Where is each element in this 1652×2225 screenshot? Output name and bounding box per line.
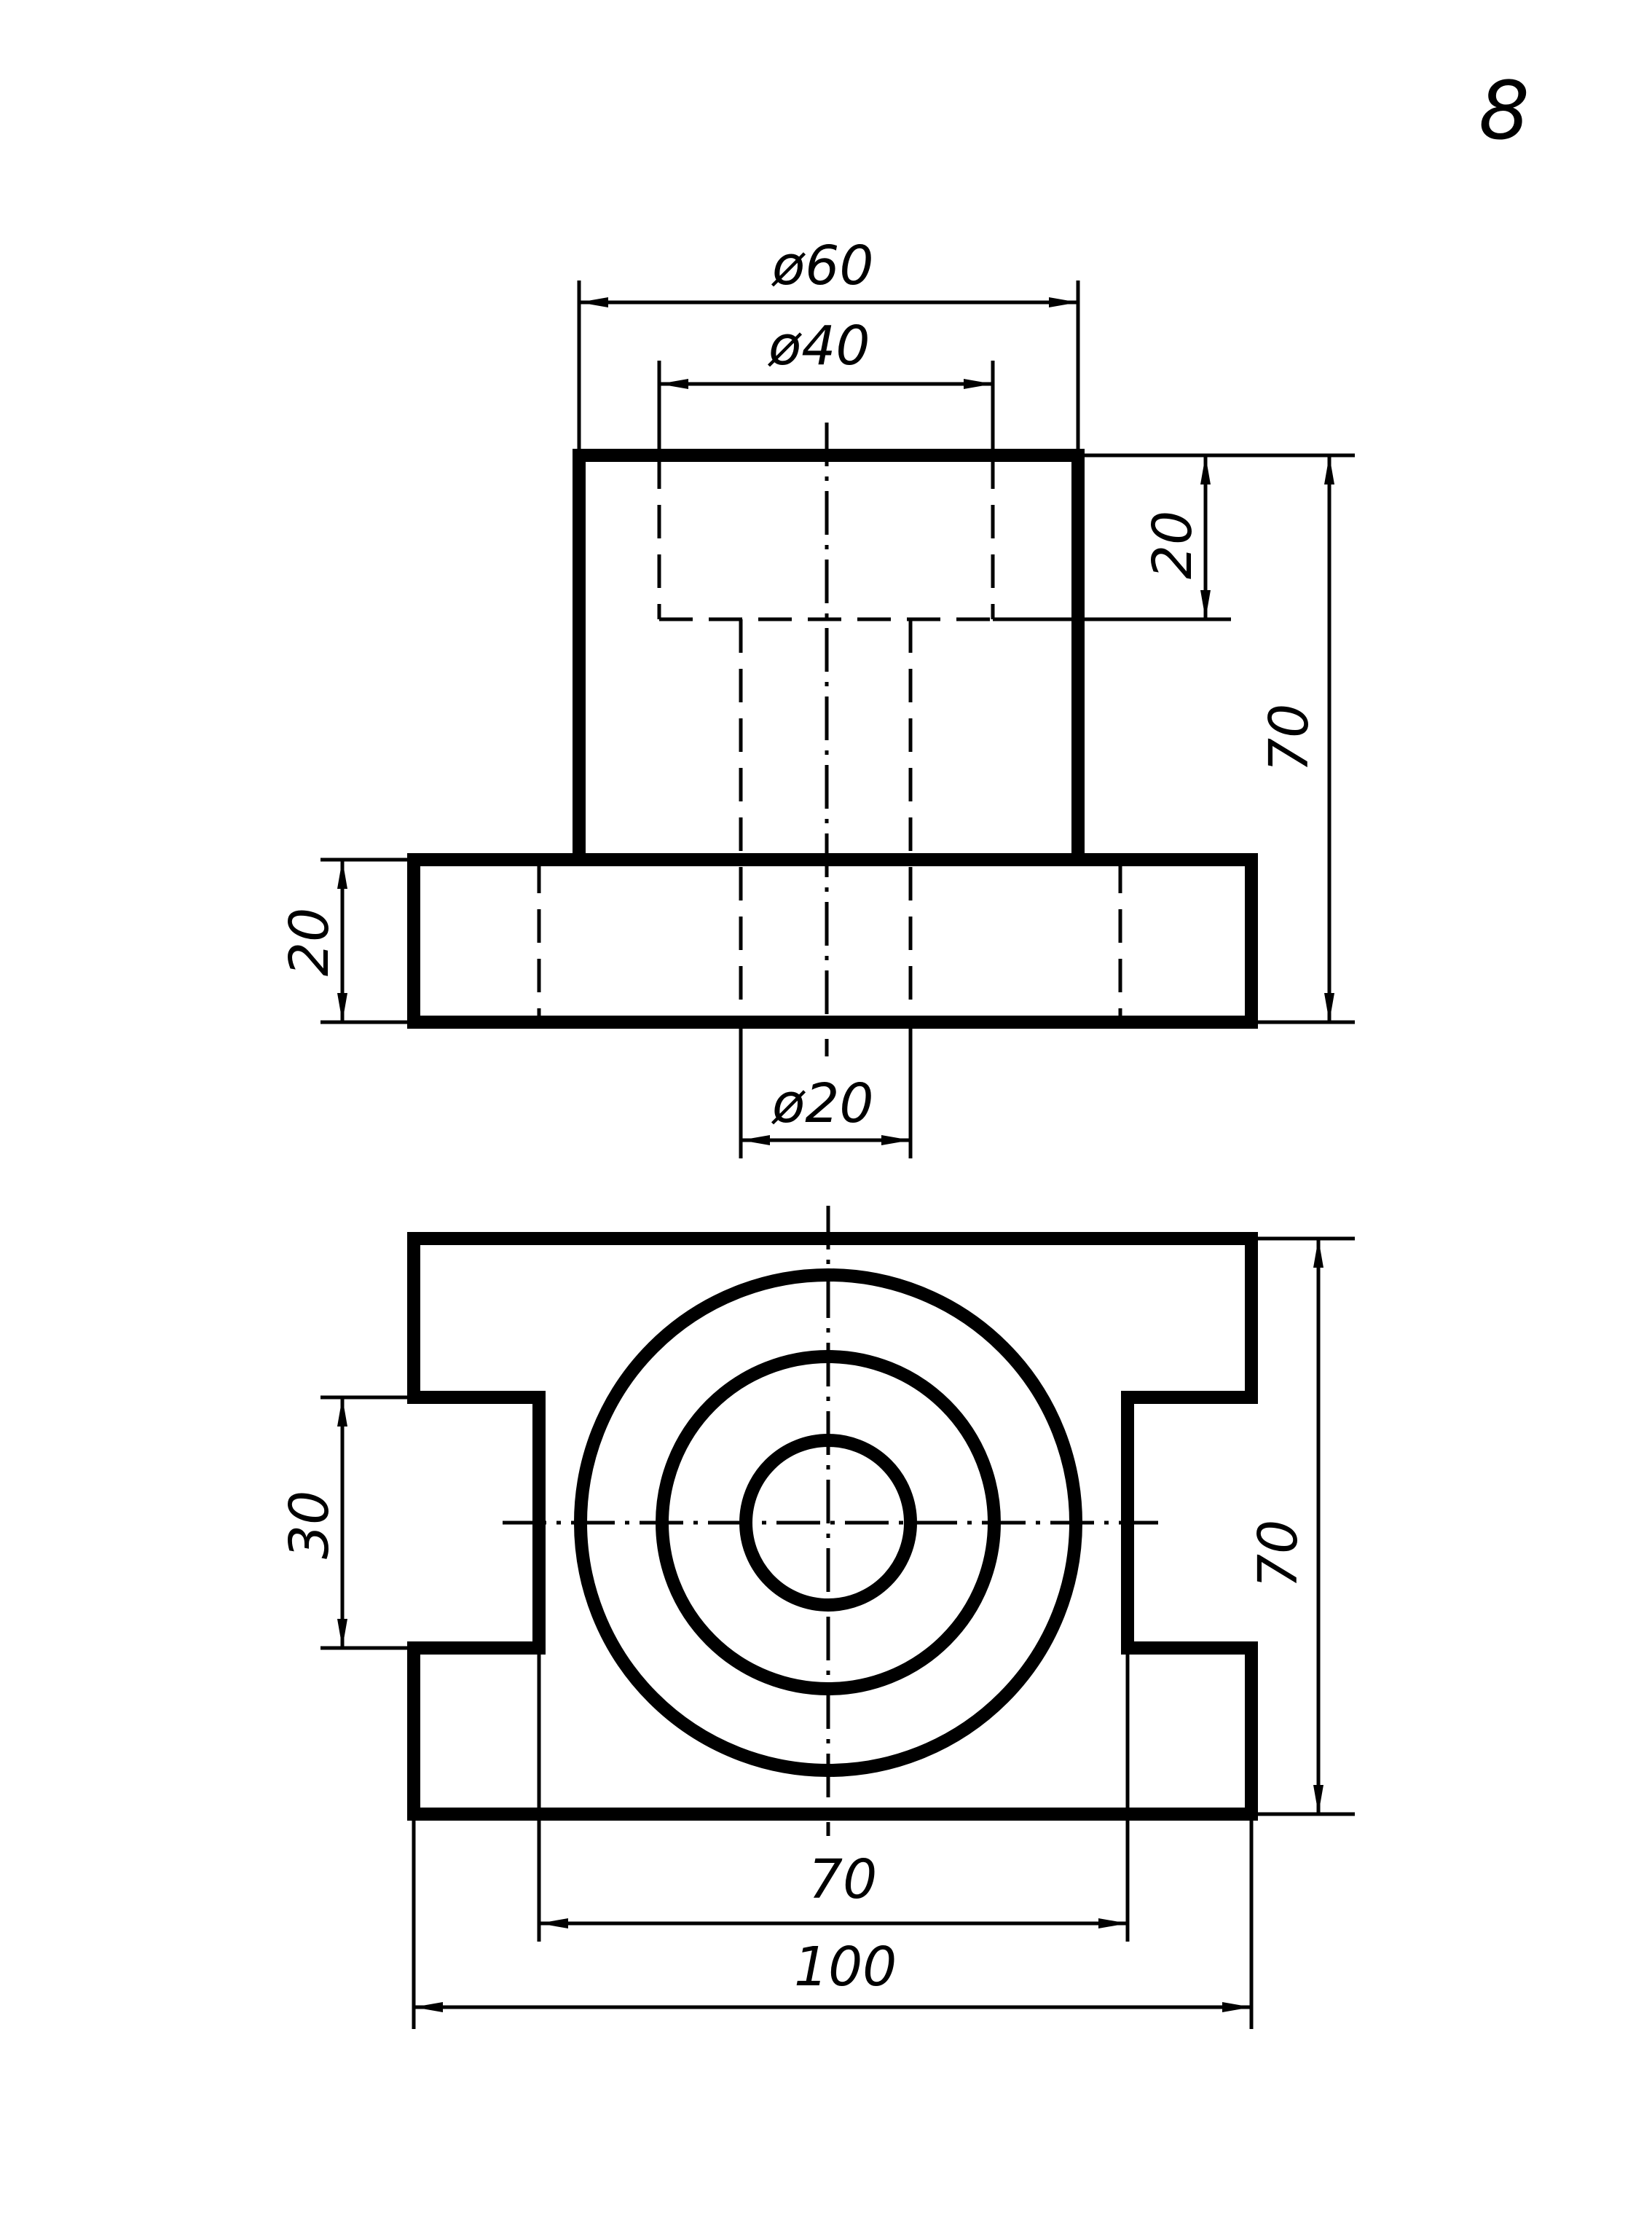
dim-base-height: 20: [278, 908, 341, 976]
dim-overall-width: 100: [794, 1936, 897, 1998]
dim-total-height: 70: [1258, 704, 1321, 772]
dim-depth: 70: [1247, 1520, 1310, 1588]
top-view: 30 70 70 100: [278, 1206, 1355, 2029]
dim-hole-diameter: ø20: [771, 1072, 873, 1135]
dim-slot-span: 70: [809, 1848, 877, 1911]
dim-counterbore-depth: 20: [1141, 511, 1204, 579]
dim-counterbore-diameter: ø40: [767, 315, 870, 377]
dim-slot-width: 30: [278, 1491, 341, 1559]
front-view: ø60 ø40 20 70 20 ø20: [278, 235, 1355, 1158]
dim-outer-diameter: ø60: [771, 235, 873, 297]
page-number: 8: [1479, 64, 1530, 157]
